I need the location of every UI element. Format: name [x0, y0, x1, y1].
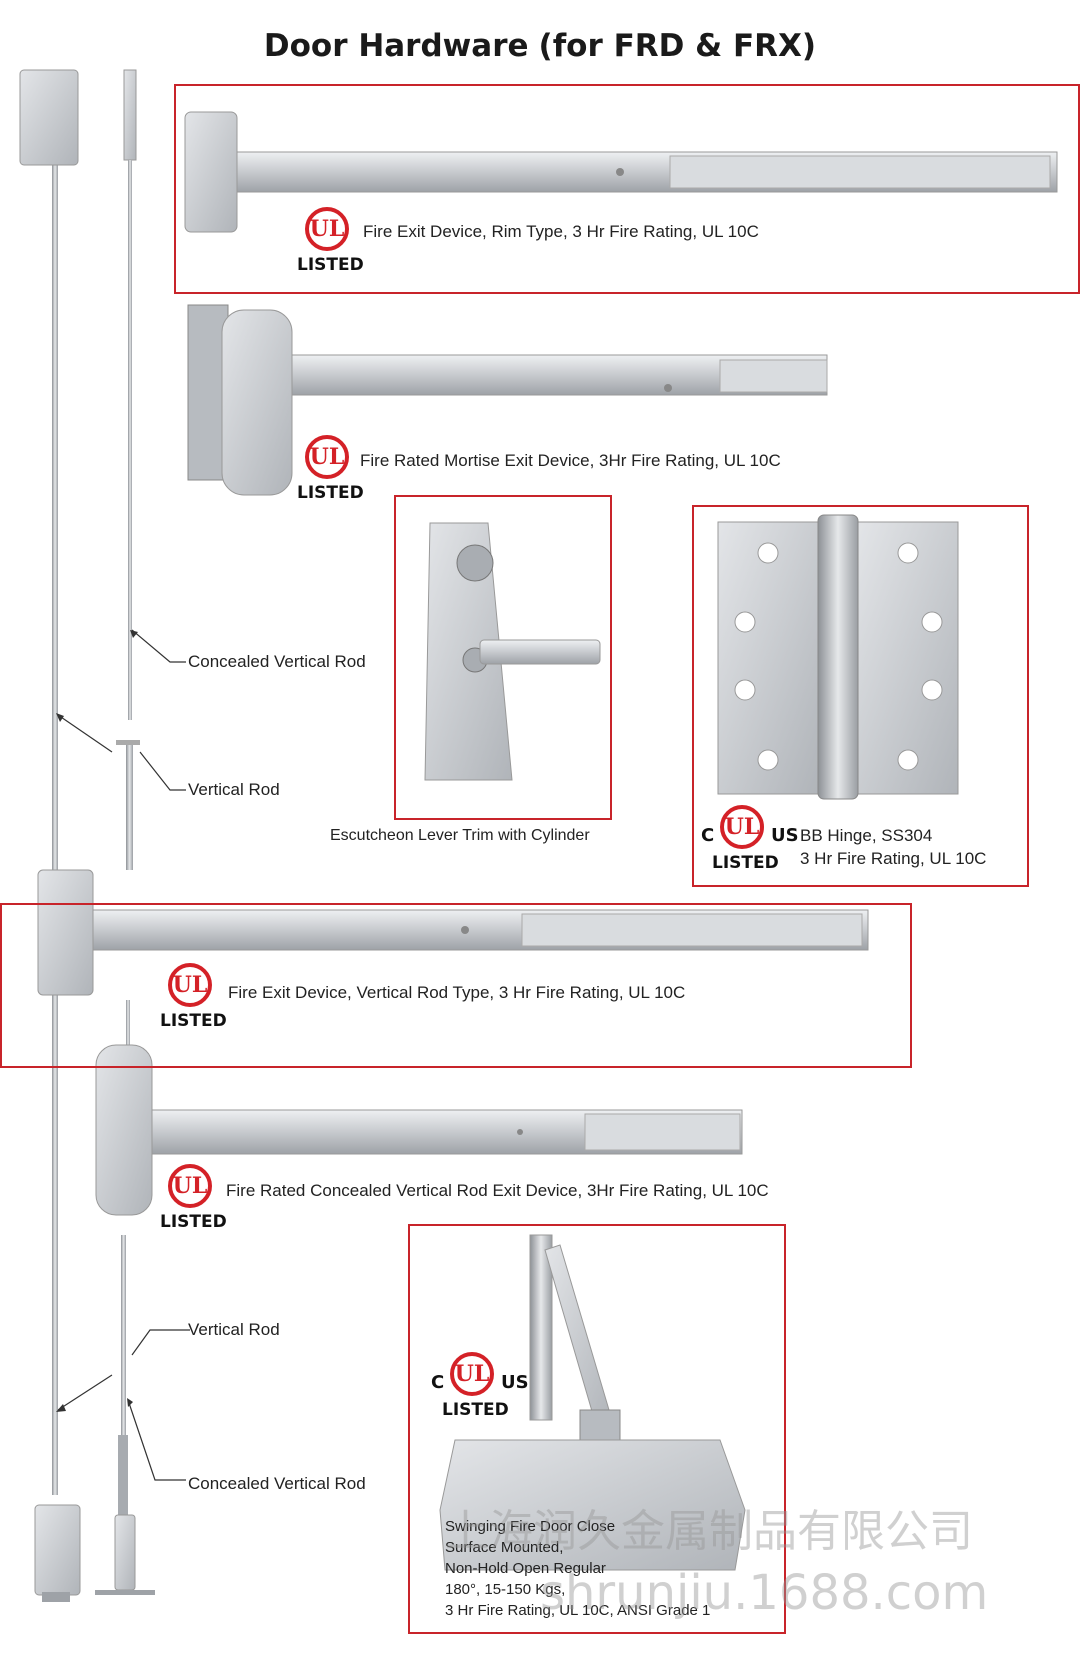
watermark-url: shrunjiu.1688.com: [540, 1565, 989, 1621]
callout-vertical-rod: Vertical Rod: [188, 1320, 280, 1339]
ul-listed-mark: UL LISTED: [160, 1164, 227, 1236]
concealed-rod-upper: [116, 69, 140, 1060]
caption-bb-hinge-line1: BB Hinge, SS304: [800, 826, 933, 845]
caption-concealed-rod-exit-device: Fire Rated Concealed Vertical Rod Exit D…: [226, 1181, 769, 1200]
door-closer-image: [439, 1234, 746, 1571]
callout-arrowheads: [56, 630, 138, 1412]
cul-us-listed-mark: UL LISTED: [442, 1352, 509, 1424]
ul-listed-mark: UL LISTED: [297, 207, 364, 279]
page-title: Door Hardware(for FRD & FRX): [0, 28, 1080, 64]
frame-escutcheon-trim: [394, 495, 612, 820]
frame-vertical-rod-exit-device: [0, 903, 912, 1068]
callout-leaders: [57, 629, 190, 1481]
caption-bb-hinge-line2: 3 Hr Fire Rating, UL 10C: [800, 849, 987, 868]
door-closer-line: Surface Mounted,: [445, 1539, 564, 1556]
cul-prefix: C: [701, 825, 715, 846]
cul-suffix: US: [771, 825, 799, 846]
ul-listed-mark: UL LISTED: [297, 435, 364, 507]
rim-exit-device-image: [184, 111, 1058, 233]
callout-vertical-rod: Vertical Rod: [188, 780, 280, 799]
callout-concealed-vertical-rod: Concealed Vertical Rod: [188, 1474, 366, 1493]
door-closer-line: 180°, 15-150 Kgs,: [445, 1581, 566, 1598]
frame-rim-exit-device: [174, 84, 1080, 294]
concealed-rod-exit-device-image: [95, 1044, 743, 1216]
mortise-exit-device-image: [187, 304, 828, 496]
frame-bb-hinge: [692, 505, 1029, 887]
title-main: Door Hardware: [263, 28, 529, 64]
caption-vertical-rod-exit-device: Fire Exit Device, Vertical Rod Type, 3 H…: [228, 983, 686, 1002]
door-closer-line: Swinging Fire Door Close: [445, 1518, 616, 1535]
caption-rim-exit-device: Fire Exit Device, Rim Type, 3 Hr Fire Ra…: [363, 222, 759, 241]
caption-mortise-exit-device: Fire Rated Mortise Exit Device, 3Hr Fire…: [360, 451, 781, 470]
cul-us-listed-mark: UL LISTED: [712, 805, 779, 877]
title-sub: (for FRD & FRX): [538, 28, 817, 64]
escutcheon-trim-image: [424, 522, 601, 781]
concealed-rod-lower: [95, 1235, 155, 1595]
watermark-company: 上海润久金属制品有限公司: [445, 1506, 973, 1557]
cul-suffix: US: [501, 1372, 529, 1393]
frame-door-closer: [408, 1224, 786, 1634]
caption-escutcheon-trim: Escutcheon Lever Trim with Cylinder: [330, 827, 590, 844]
door-closer-line: Non-Hold Open Regular: [445, 1560, 606, 1577]
cul-prefix: C: [431, 1372, 445, 1393]
ul-listed-mark: UL LISTED: [160, 963, 227, 1035]
vertical-rod-exit-device-image: [37, 869, 869, 996]
bb-hinge-image: [717, 514, 959, 800]
caption-door-closer: Swinging Fire Door Close Surface Mounted…: [445, 1516, 710, 1621]
callout-concealed-vertical-rod: Concealed Vertical Rod: [188, 652, 366, 671]
door-closer-line: 3 Hr Fire Rating, UL 10C, ANSI Grade 1: [445, 1602, 711, 1619]
surface-vertical-rod: [19, 69, 81, 1602]
